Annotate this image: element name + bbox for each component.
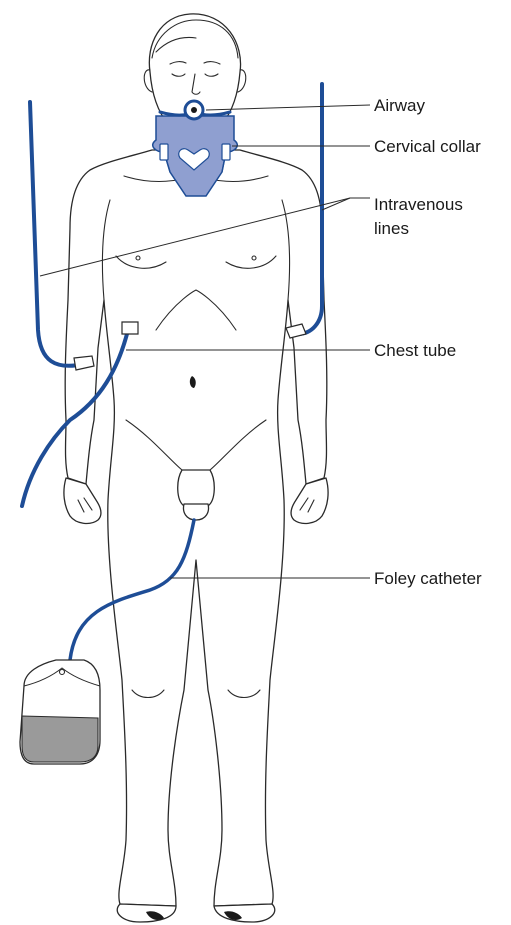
label-cervical-collar: Cervical collar: [374, 137, 481, 156]
left-hand: [64, 478, 101, 523]
label-intravenous-lines-2: lines: [374, 219, 409, 238]
label-foley-catheter: Foley catheter: [374, 569, 482, 588]
label-airway: Airway: [374, 96, 426, 115]
torso: [65, 150, 327, 906]
label-intravenous-lines-1: Intravenous: [374, 195, 463, 214]
label-chest-tube: Chest tube: [374, 341, 456, 360]
labels: Airway Cervical collar Intravenous lines…: [374, 96, 482, 588]
urine-drainage-bag-icon: [20, 660, 100, 764]
right-hand: [291, 478, 328, 523]
